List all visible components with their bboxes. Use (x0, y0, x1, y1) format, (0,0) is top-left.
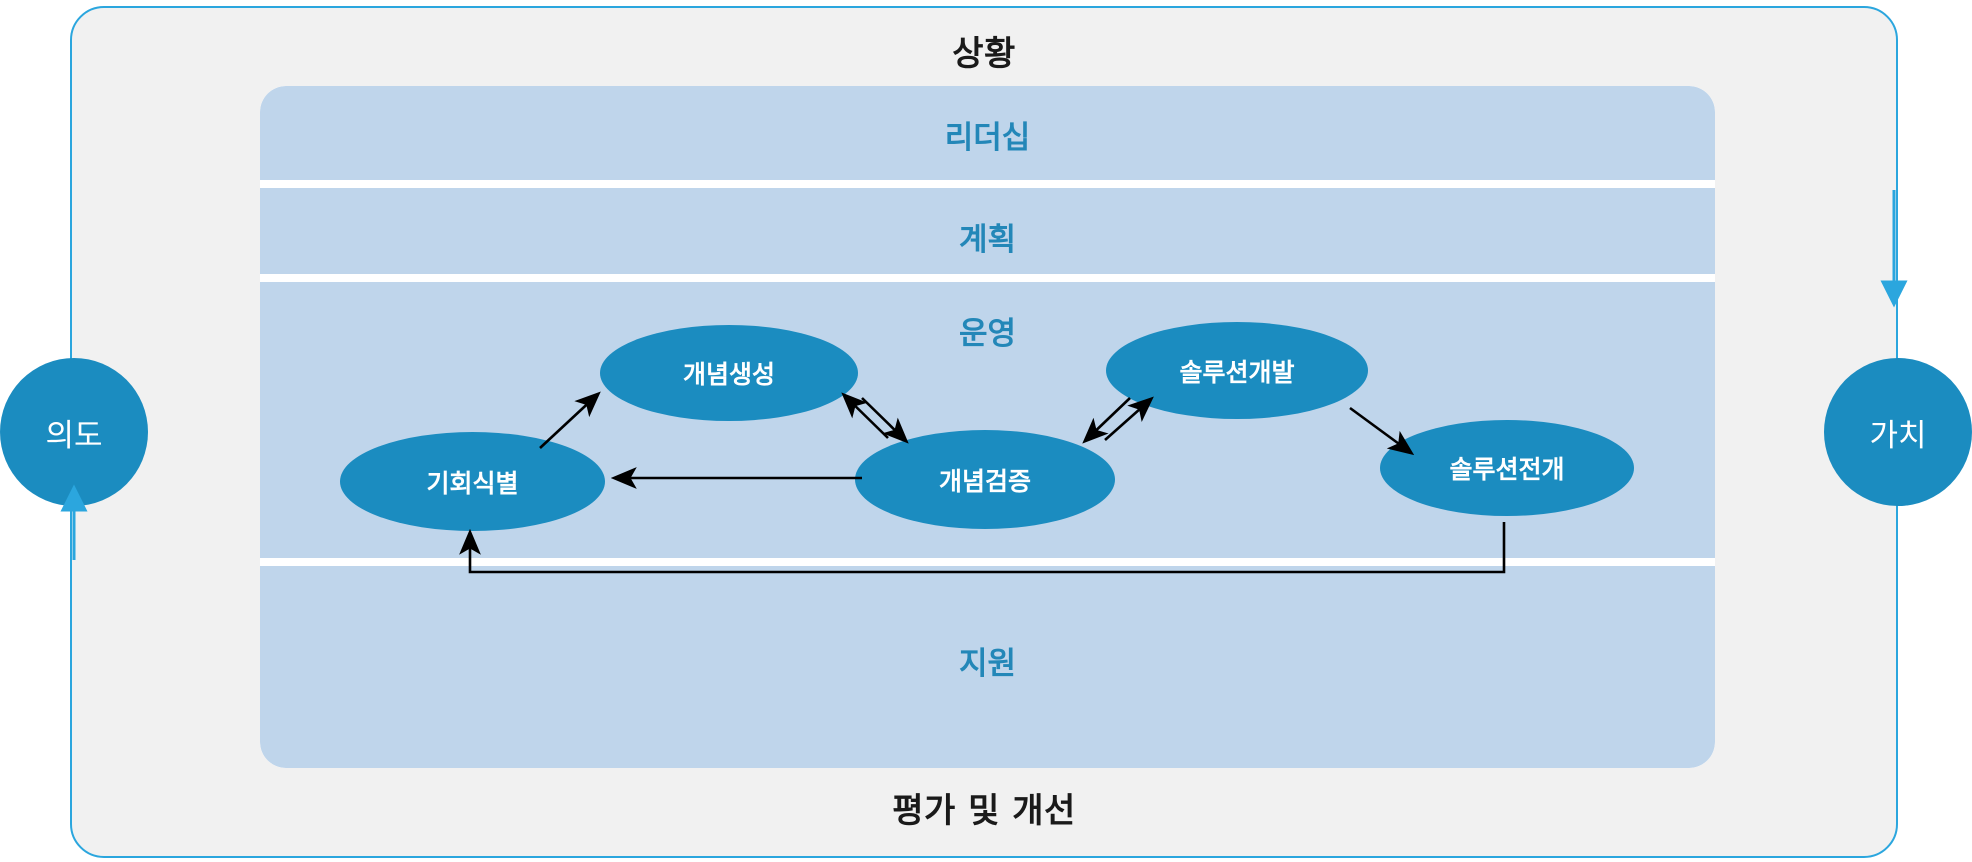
node-solution-deploy[interactable]: 솔루션전개 (1380, 420, 1634, 516)
node-solution-deploy-label: 솔루션전개 (1449, 455, 1565, 484)
band-label-planning: 계획 (958, 222, 1017, 258)
circle-value: 가치 (1824, 358, 1972, 506)
circle-intent-label: 의도 (45, 417, 103, 454)
band-planning: 계획 (260, 188, 1715, 274)
node-concept-generate[interactable]: 개념생성 (600, 325, 858, 421)
node-opportunity-label: 기회식별 (426, 468, 519, 498)
band-support: 지원 (260, 566, 1715, 768)
circle-intent: 의도 (0, 358, 148, 506)
node-concept-validate-label: 개념검증 (938, 466, 1031, 496)
circle-value-label: 가치 (1869, 417, 1927, 454)
band-leadership: 리더십 (260, 86, 1715, 180)
band-label-support: 지원 (958, 646, 1017, 682)
page-title: 상황 (952, 34, 1016, 74)
node-concept-generate-label: 개념생성 (682, 360, 775, 389)
band-label-operations: 운영 (958, 316, 1017, 352)
band-label-leadership: 리더십 (944, 120, 1031, 156)
footer-title: 평가 및 개선 (892, 791, 1076, 831)
node-opportunity[interactable]: 기회식별 (340, 432, 605, 531)
node-solution-develop-label: 솔루션개발 (1179, 357, 1295, 387)
node-solution-develop[interactable]: 솔루션개발 (1106, 322, 1368, 419)
node-concept-validate[interactable]: 개념검증 (855, 430, 1115, 529)
